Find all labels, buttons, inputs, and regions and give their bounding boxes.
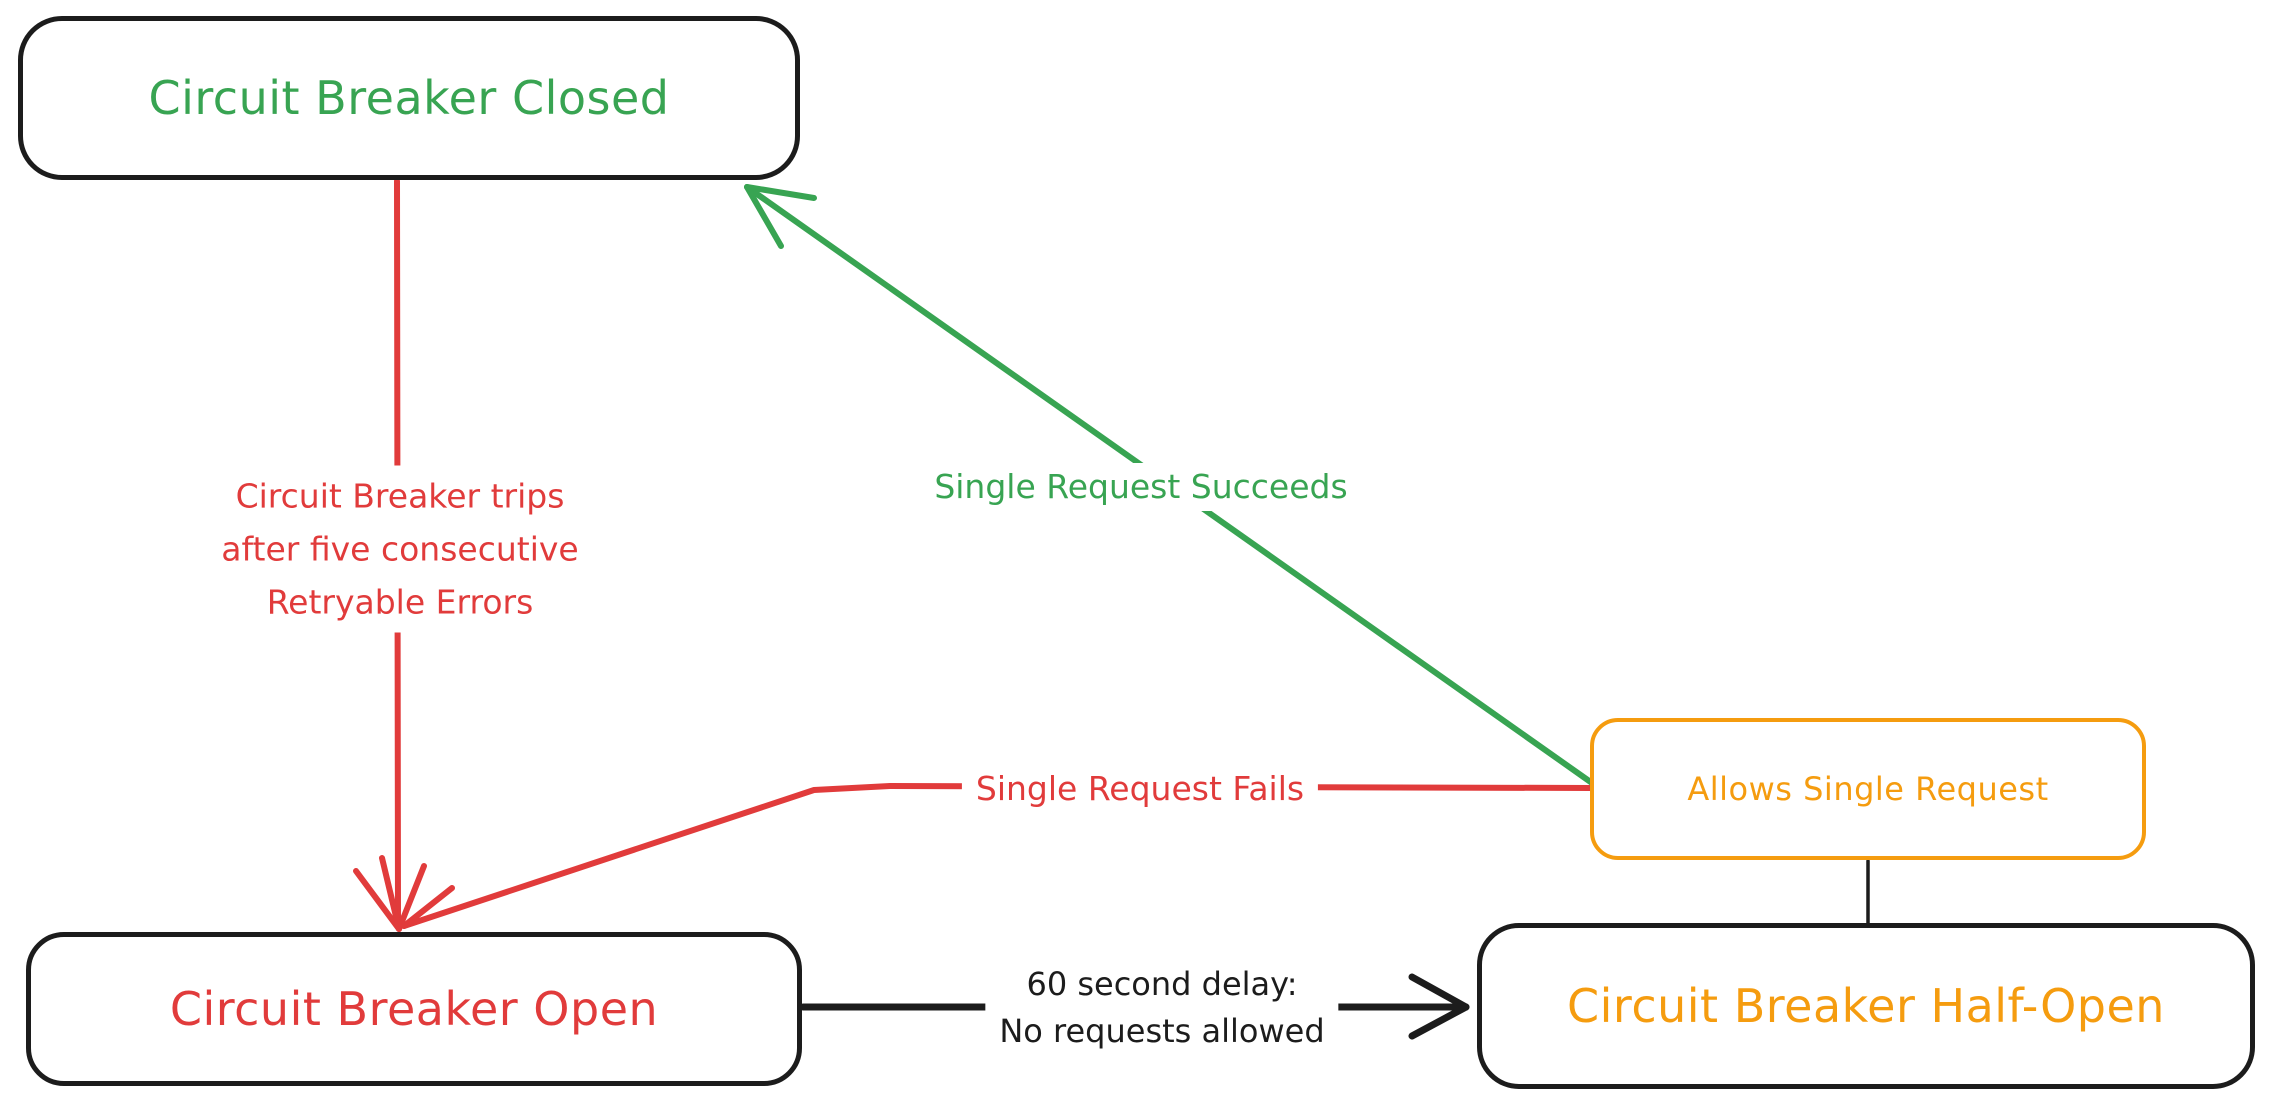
edge-label-succeeds-text: Single Request Succeeds <box>934 467 1348 506</box>
edge-label-trips-line2: after five consecutive <box>221 529 579 569</box>
node-allows-single-request: Allows Single Request <box>1590 718 2146 860</box>
node-circuit-breaker-half-open: Circuit Breaker Half-Open <box>1477 923 2255 1089</box>
edge-label-trips-line1: Circuit Breaker trips <box>235 476 565 516</box>
node-circuit-breaker-open: Circuit Breaker Open <box>26 932 802 1086</box>
node-closed-label: Circuit Breaker Closed <box>148 71 670 125</box>
edge-label-trips: Circuit Breaker trips after five consecu… <box>207 465 593 633</box>
node-half-open-label: Circuit Breaker Half-Open <box>1567 979 2165 1033</box>
edge-label-trips-line3: Retryable Errors <box>266 582 534 622</box>
edge-label-fails-text: Single Request Fails <box>975 769 1305 808</box>
edge-label-delay-line2: No requests allowed <box>999 1012 1325 1050</box>
edge-label-delay-line1: 60 second delay: <box>1026 965 1298 1003</box>
node-allows-label: Allows Single Request <box>1687 770 2049 808</box>
node-open-label: Circuit Breaker Open <box>169 982 659 1036</box>
edge-label-delay: 60 second delay: No requests allowed <box>985 957 1339 1059</box>
edge-label-succeeds: Single Request Succeeds <box>920 463 1362 511</box>
edge-label-fails: Single Request Fails <box>961 765 1319 813</box>
node-circuit-breaker-closed: Circuit Breaker Closed <box>18 16 800 180</box>
